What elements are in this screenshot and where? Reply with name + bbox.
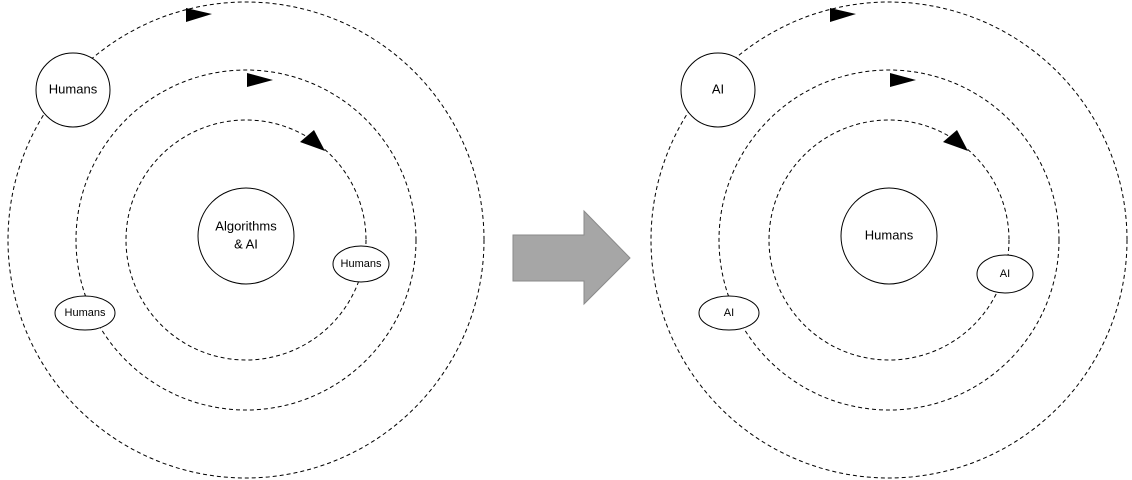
outer-orbit [650, 1, 1128, 479]
center-node-label-line1: Algorithms [215, 218, 277, 233]
inner-orbit-arrow-icon [300, 130, 325, 151]
after-diagram: Humans AI AI AI [650, 1, 1128, 479]
middle-orbit-arrow-icon [247, 73, 273, 87]
middle-orbit-arrow-icon [890, 73, 916, 87]
center-node-label: Humans [865, 227, 914, 242]
center-node [197, 187, 295, 285]
inner-orbit-node [332, 245, 390, 283]
inner-orbit [768, 119, 1010, 361]
inner-orbit-node-label: AI [1000, 268, 1010, 280]
inner-orbit-node [976, 254, 1034, 294]
outer-orbit [7, 1, 485, 479]
outer-orbit-node [35, 52, 111, 128]
middle-orbit [718, 69, 1060, 411]
before-diagram: Algorithms & AI Humans Humans Humans [7, 1, 485, 479]
middle-orbit [75, 69, 417, 411]
transition-arrow-icon [512, 209, 631, 306]
middle-orbit-node [54, 295, 116, 331]
middle-orbit-node [698, 295, 760, 331]
center-node [840, 187, 938, 285]
outer-orbit-arrow-icon [830, 8, 856, 22]
inner-orbit-arrow-icon [943, 130, 968, 151]
outer-orbit-node-label: Humans [49, 81, 98, 96]
center-node-label-line2: & AI [234, 236, 258, 251]
middle-orbit-node-label: AI [724, 307, 734, 319]
inner-orbit-node-label: Humans [341, 258, 382, 270]
middle-orbit-node-label: Humans [65, 307, 106, 319]
outer-orbit-node [680, 52, 756, 128]
outer-orbit-node-label: AI [712, 81, 724, 96]
outer-orbit-arrow-icon [186, 8, 212, 22]
inner-orbit [125, 119, 367, 361]
